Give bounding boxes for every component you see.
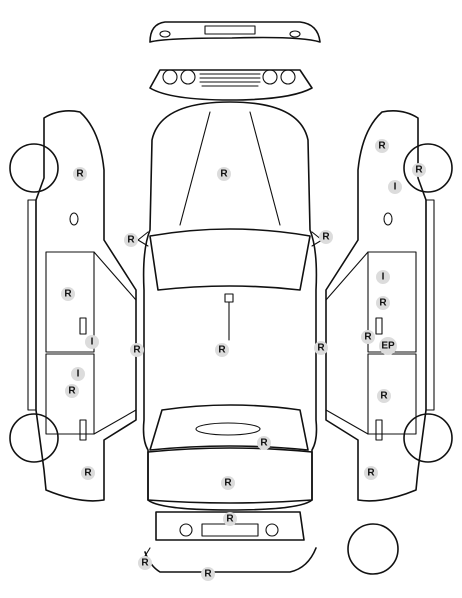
marker-25: I [376, 270, 390, 284]
marker-4: R [319, 230, 333, 244]
marker-15: R [375, 139, 389, 153]
marker-7-label: R [133, 345, 141, 356]
marker-11-label: R [260, 438, 268, 449]
top-strip [149, 21, 321, 43]
marker-2-label: R [220, 169, 228, 180]
marker-3: R [124, 233, 138, 247]
marker-17-label: I [394, 182, 397, 193]
marker-26: R [201, 567, 215, 581]
marker-20: EP [379, 337, 397, 355]
marker-2: R [217, 167, 231, 181]
spare-wheel [347, 523, 399, 575]
left-side-view [9, 110, 137, 502]
marker-21: R [314, 341, 328, 355]
marker-24-label: R [141, 558, 149, 569]
marker-18-label: R [379, 298, 387, 309]
marker-10: R [215, 343, 229, 357]
marker-18: R [376, 296, 390, 310]
marker-3-label: R [127, 235, 135, 246]
marker-1-label: R [76, 169, 84, 180]
marker-10-label: R [218, 345, 226, 356]
marker-4-label: R [322, 232, 330, 243]
marker-5-label: R [64, 289, 72, 300]
marker-6: I [85, 335, 99, 349]
marker-20-label: EP [381, 341, 395, 352]
marker-12-label: R [84, 468, 92, 479]
marker-7: R [130, 343, 144, 357]
marker-22: R [377, 389, 391, 403]
bottom-strip [144, 547, 317, 573]
marker-13: R [221, 476, 235, 490]
marker-16: R [412, 163, 426, 177]
marker-13-label: R [224, 478, 232, 489]
marker-8: I [71, 367, 85, 381]
marker-19: R [361, 330, 375, 344]
marker-5: R [61, 287, 75, 301]
marker-15-label: R [378, 141, 386, 152]
marker-16-label: R [415, 165, 423, 176]
marker-25-label: I [382, 272, 385, 283]
marker-24: R [138, 556, 152, 570]
marker-6-label: I [91, 337, 94, 348]
marker-1: R [73, 167, 87, 181]
marker-23: R [364, 466, 378, 480]
marker-22-label: R [380, 391, 388, 402]
front-grille [149, 69, 313, 101]
marker-19-label: R [364, 332, 372, 343]
marker-8-label: I [77, 369, 80, 380]
car-body-top-view [137, 101, 323, 511]
marker-9: R [65, 384, 79, 398]
marker-11: R [257, 436, 271, 450]
marker-21-label: R [317, 343, 325, 354]
marker-12: R [81, 466, 95, 480]
marker-14-label: R [226, 514, 234, 525]
marker-26-label: R [204, 569, 212, 580]
marker-9-label: R [68, 386, 76, 397]
marker-17: I [388, 180, 402, 194]
marker-23-label: R [367, 468, 375, 479]
marker-14: R [223, 512, 237, 526]
